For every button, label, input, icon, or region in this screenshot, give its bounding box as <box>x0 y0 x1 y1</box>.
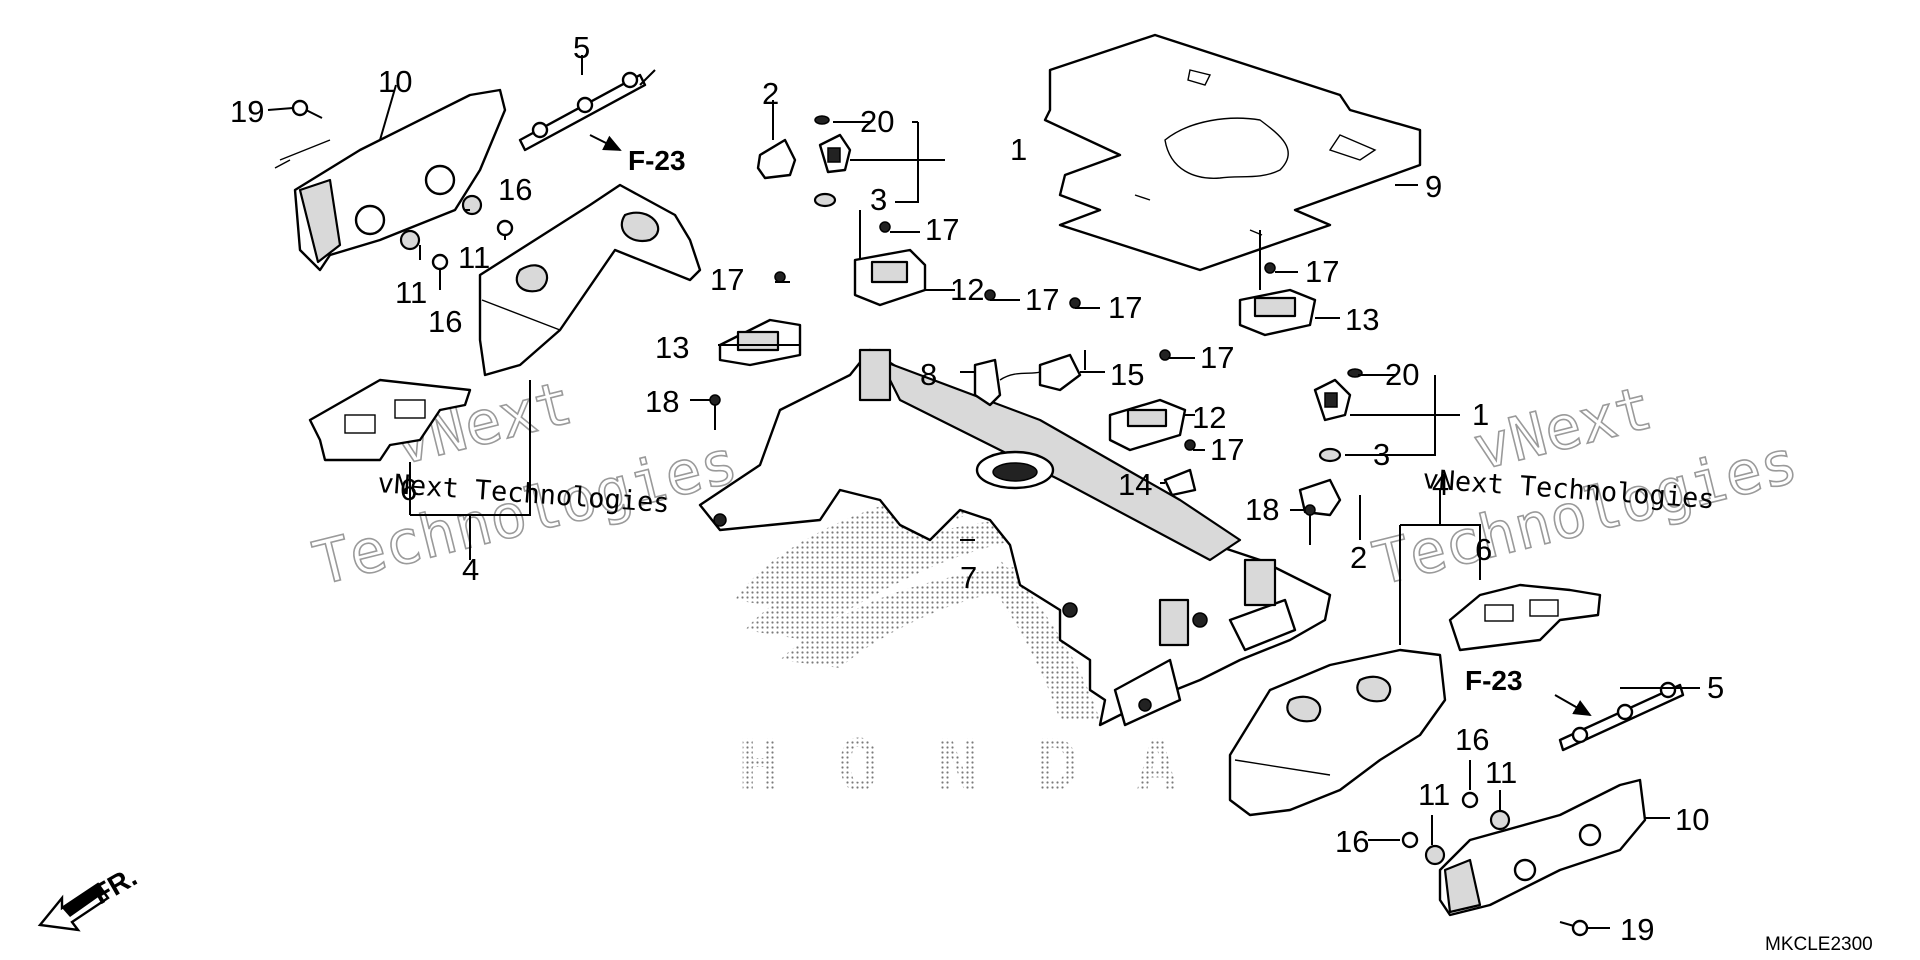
callout-16[interactable]: 16 <box>1335 824 1369 859</box>
part-13-block-right[interactable] <box>1238 288 1317 337</box>
callout-5[interactable]: 5 <box>573 30 590 65</box>
part-16-nut-c[interactable] <box>1461 791 1479 809</box>
callout-6[interactable]: 6 <box>400 472 417 507</box>
part-16-nut-b[interactable] <box>431 253 449 271</box>
callout-12[interactable]: 12 <box>1192 400 1226 435</box>
part-12-block-upper[interactable] <box>853 248 927 307</box>
diagram-code: MKCLE2300 <box>1765 934 1873 955</box>
callout-14[interactable]: 14 <box>1118 467 1152 502</box>
callout-17[interactable]: 17 <box>1200 340 1234 375</box>
callout-16[interactable]: 16 <box>498 172 532 207</box>
callout-11[interactable]: 11 <box>1485 755 1517 790</box>
callout-4[interactable]: 4 <box>1432 467 1449 502</box>
part-2-cap-left[interactable] <box>756 138 797 180</box>
part-3-oring-right[interactable] <box>1318 447 1342 463</box>
ref-f23-top-label: F-23 <box>628 145 686 176</box>
callout-7[interactable]: 7 <box>960 560 977 595</box>
callout-3[interactable]: 3 <box>1373 437 1390 472</box>
callout-16[interactable]: 16 <box>1455 722 1489 757</box>
callout-11[interactable]: 11 <box>1418 777 1450 812</box>
ref-f23-top[interactable]: F-23 <box>589 134 686 176</box>
callout-13[interactable]: 13 <box>655 330 689 365</box>
leader-lines <box>267 55 1700 929</box>
part-6-gasket-left[interactable] <box>308 378 472 462</box>
callout-19[interactable]: 19 <box>1620 912 1654 947</box>
callout-18[interactable]: 18 <box>1245 492 1279 527</box>
part-12-block-lower[interactable] <box>1108 398 1187 452</box>
callout-16[interactable]: 16 <box>428 304 462 339</box>
part-10-cover-right[interactable] <box>1438 778 1647 917</box>
callout-17[interactable]: 17 <box>1025 282 1059 317</box>
part-18-bolts[interactable] <box>709 394 1316 545</box>
callout-1[interactable]: 1 <box>1472 397 1489 432</box>
callout-20[interactable]: 20 <box>1385 357 1419 392</box>
callout-1[interactable]: 1 <box>1010 132 1027 167</box>
part-16-nut-a[interactable] <box>496 219 514 237</box>
part-5-rail-left[interactable] <box>518 71 647 152</box>
callout-2[interactable]: 2 <box>1350 540 1367 575</box>
part-8-bracket[interactable] <box>973 358 1002 407</box>
part-11-nut-a[interactable] <box>461 194 483 216</box>
part-13-block-left[interactable] <box>718 318 802 367</box>
ref-f23-bottom-label: F-23 <box>1465 665 1523 696</box>
part-11-nut-c[interactable] <box>1489 809 1511 831</box>
callout-11[interactable]: 11 <box>395 275 427 310</box>
front-direction-indicator: FR. <box>37 861 142 932</box>
part-16-nut-d[interactable] <box>1401 831 1419 849</box>
part-1-sensor-left[interactable] <box>818 133 852 174</box>
honda-wordmark: HONDA <box>738 725 1178 807</box>
ref-f23-bottom[interactable]: F-23 <box>1465 665 1592 716</box>
part-9-cover-sheet[interactable] <box>1043 33 1422 272</box>
part-6-gasket-right[interactable] <box>1448 583 1602 652</box>
part-11-nut-b[interactable] <box>399 229 421 251</box>
callout-5[interactable]: 5 <box>1707 670 1724 705</box>
part-4-head-cover-right[interactable] <box>1228 648 1447 817</box>
callout-11[interactable]: 11 <box>458 240 490 275</box>
callout-17[interactable]: 17 <box>925 212 959 247</box>
callout-9[interactable]: 9 <box>1425 169 1442 204</box>
callout-6[interactable]: 6 <box>1475 532 1492 567</box>
part-20-seal-left[interactable] <box>814 115 830 125</box>
part-14-clip[interactable] <box>1163 468 1197 497</box>
callout-17[interactable]: 17 <box>1210 432 1244 467</box>
callout-3[interactable]: 3 <box>870 182 887 217</box>
callout-12[interactable]: 12 <box>950 272 984 307</box>
callout-10[interactable]: 10 <box>1675 802 1709 837</box>
callout-10[interactable]: 10 <box>378 64 412 99</box>
callout-19[interactable]: 19 <box>230 94 264 129</box>
part-7-intake-manifold[interactable] <box>698 348 1332 727</box>
part-5-rail-right[interactable] <box>1558 681 1685 752</box>
part-15-bracket[interactable] <box>999 353 1082 392</box>
callout-4[interactable]: 4 <box>462 552 479 587</box>
part-10-cover-left[interactable] <box>274 88 507 272</box>
callout-15[interactable]: 15 <box>1110 357 1144 392</box>
callout-20[interactable]: 20 <box>860 104 894 139</box>
part-11-nut-d[interactable] <box>1424 844 1446 866</box>
callout-17[interactable]: 17 <box>1305 254 1339 289</box>
small-hardware <box>291 99 1589 937</box>
callout-17[interactable]: 17 <box>1108 290 1142 325</box>
callout-8[interactable]: 8 <box>920 357 937 392</box>
part-19-bolt-left[interactable] <box>291 99 323 119</box>
callout-13[interactable]: 13 <box>1345 302 1379 337</box>
callout-18[interactable]: 18 <box>645 384 679 419</box>
callout-2[interactable]: 2 <box>762 76 779 111</box>
callout-17[interactable]: 17 <box>710 262 744 297</box>
part-1-sensor-right[interactable] <box>1313 378 1352 422</box>
part-19-bolt-right[interactable] <box>1559 919 1589 937</box>
part-4-head-cover-left[interactable] <box>478 183 702 377</box>
part-3-oring-left[interactable] <box>813 192 837 208</box>
callout-labels: 1 1 2 2 3 3 4 4 5 5 6 6 7 8 9 10 10 11 1… <box>230 30 1724 947</box>
